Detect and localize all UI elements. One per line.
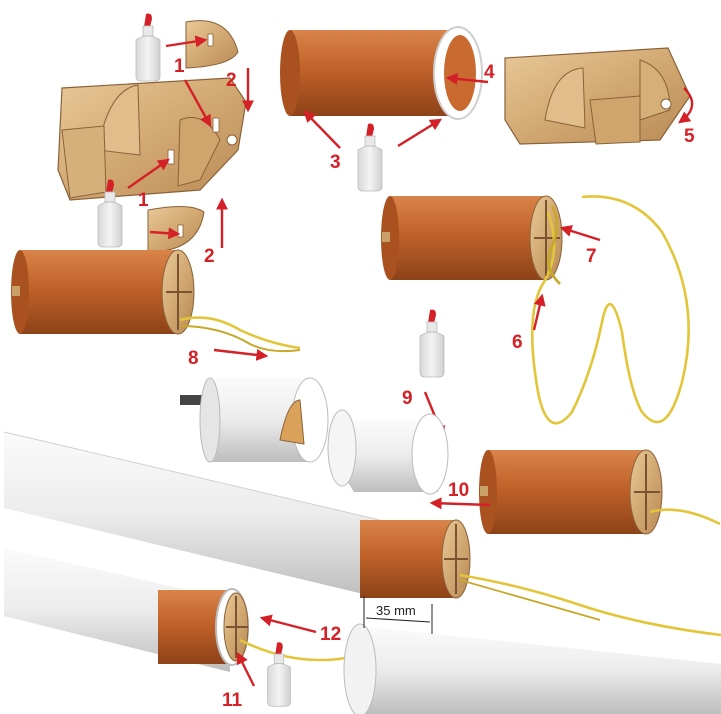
step-label: 8 — [188, 348, 199, 369]
long-pipe-upper — [3, 431, 381, 598]
copper-tube-inserted-upper — [360, 519, 471, 599]
glue-bottle-icon — [135, 13, 161, 82]
wood-frame-assembly — [57, 77, 247, 201]
step-label: 5 — [684, 126, 695, 147]
step-label: 12 — [320, 624, 341, 645]
wood-fin-bottom — [147, 206, 205, 253]
glue-bottle-icon — [357, 123, 383, 192]
long-pipe-bottom-right — [343, 623, 721, 714]
wood-fin-top — [185, 20, 239, 69]
step-label: 4 — [484, 62, 495, 83]
string — [459, 573, 721, 637]
copper-tube-with-string — [381, 195, 563, 281]
dimension-label: 35 mm — [376, 603, 416, 618]
white-sleeve — [327, 409, 449, 495]
step-label: 10 — [448, 480, 469, 501]
glue-bottle-icon — [419, 309, 445, 378]
copper-tube-sleeve — [280, 26, 483, 120]
step-label: 1 — [138, 190, 149, 211]
string — [530, 195, 690, 425]
copper-tube-ready — [479, 449, 663, 535]
copper-tube-inserted-lower — [158, 588, 249, 666]
copper-tube-knotted — [11, 249, 195, 335]
step-label: 3 — [330, 152, 341, 173]
wood-frame-rotated — [504, 47, 691, 145]
step-label: 7 — [586, 246, 597, 267]
white-sleeve-with-cap — [180, 377, 329, 463]
step-label: 11 — [222, 690, 243, 711]
step-label: 6 — [512, 332, 523, 353]
step-label: 2 — [204, 246, 215, 267]
step-label: 2 — [226, 70, 237, 91]
dimension-35mm: 35 mm — [363, 596, 433, 634]
step-label: 9 — [402, 388, 413, 409]
step-label: 1 — [174, 56, 185, 77]
